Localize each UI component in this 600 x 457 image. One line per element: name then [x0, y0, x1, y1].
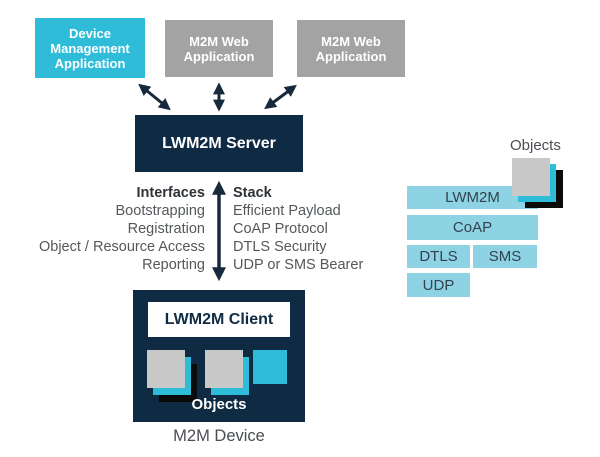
- layer-coap-label: CoAP: [452, 219, 493, 236]
- lwm2m-client-label: LWM2M Client: [164, 310, 274, 328]
- object-stack-icon: [147, 350, 199, 406]
- stack-item: Efficient Payload: [233, 203, 341, 219]
- interfaces-column: Interfaces Bootstrapping Registration Ob…: [30, 184, 205, 274]
- stack-title: Stack: [233, 185, 272, 201]
- lwm2m-server-label: LWM2M Server: [162, 134, 276, 152]
- lwm2m-client-box: LWM2M Client: [148, 302, 290, 337]
- object-square-cyan-icon: [253, 350, 287, 384]
- lwm2m-server-box: LWM2M Server: [135, 115, 303, 172]
- layer-lwm2m: LWM2M: [407, 186, 538, 209]
- m2m-web-application-box-2: M2M Web Application: [297, 20, 405, 77]
- device-management-application-box: Device Management Application: [35, 18, 145, 78]
- object-stack-icon: [205, 350, 251, 398]
- stack-item: UDP or SMS Bearer: [233, 257, 364, 273]
- layer-dtls-label: DTLS: [419, 248, 458, 265]
- object-square-cyan-icon: [253, 350, 287, 384]
- object-square-gray-icon: [147, 350, 185, 388]
- m2m-web-application-label-1: M2M Web Application: [183, 33, 255, 64]
- layer-sms-label: SMS: [488, 248, 522, 265]
- device-objects-label: Objects: [191, 396, 247, 413]
- device-management-application-label: Device Management Application: [50, 25, 130, 71]
- layer-coap: CoAP: [407, 215, 538, 240]
- object-square-gray-icon: [512, 158, 550, 196]
- interfaces-item: Reporting: [142, 257, 205, 273]
- interfaces-item: Registration: [127, 221, 205, 237]
- side-objects-label: Objects: [510, 137, 561, 154]
- layer-lwm2m-label: LWM2M: [445, 189, 500, 206]
- m2m-web-application-box-1: M2M Web Application: [165, 20, 273, 77]
- m2m-device-box: LWM2M Client Objects: [133, 290, 305, 422]
- side-object-stack-icon: [512, 158, 563, 208]
- interfaces-item: Bootstrapping: [115, 203, 205, 219]
- arrow-webapp2-to-server: [264, 84, 297, 110]
- layer-udp-label: UDP: [422, 276, 455, 294]
- layer-dtls: DTLS: [407, 245, 470, 268]
- interfaces-title: Interfaces: [136, 185, 205, 201]
- arrow-device-mgmt-to-server: [138, 83, 171, 111]
- stack-item: CoAP Protocol: [233, 221, 328, 237]
- stack-column: Stack Efficient Payload CoAP Protocol DT…: [233, 184, 393, 274]
- interfaces-item: Object / Resource Access: [38, 239, 205, 255]
- object-square-gray-icon: [205, 350, 243, 388]
- m2m-web-application-label-2: M2M Web Application: [315, 33, 387, 64]
- m2m-device-caption: M2M Device: [173, 427, 265, 445]
- layer-sms: SMS: [473, 245, 537, 268]
- layer-udp: UDP: [407, 273, 470, 297]
- stack-item: DTLS Security: [233, 239, 327, 255]
